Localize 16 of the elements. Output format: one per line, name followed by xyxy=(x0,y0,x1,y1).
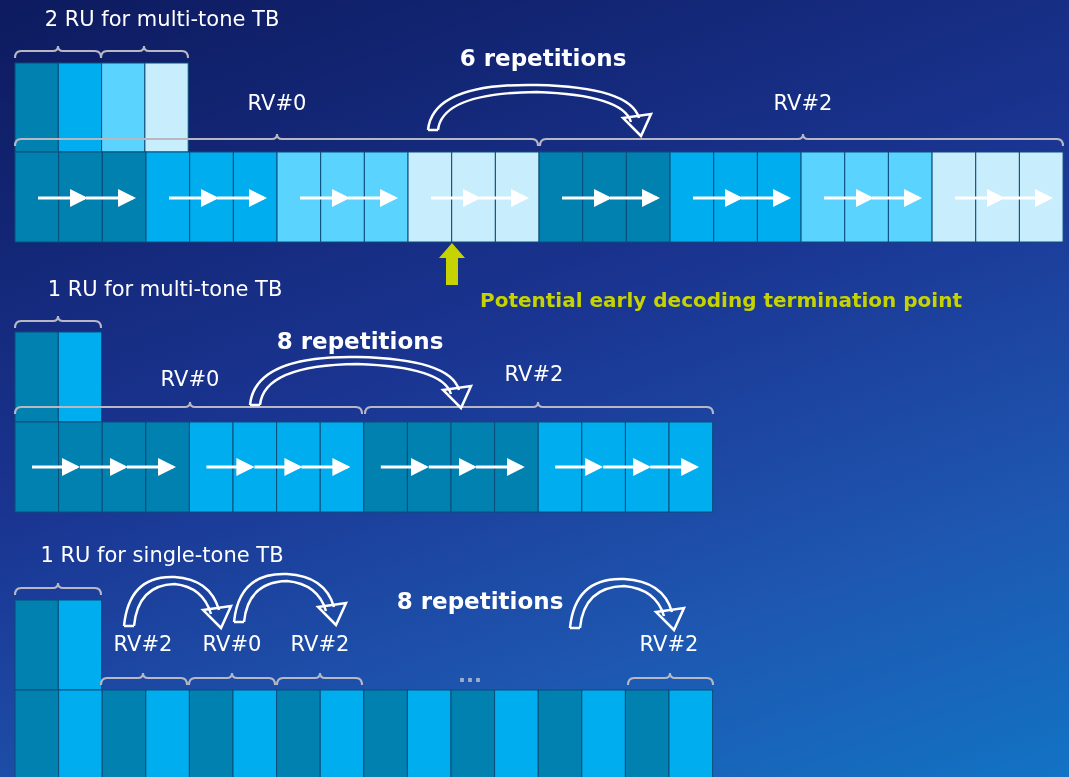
ellipsis: ... xyxy=(458,662,482,688)
redundancy-version-label: RV#0 xyxy=(202,631,262,657)
repetition-label: 6 repetitions xyxy=(459,45,627,71)
redundancy-version-label: RV#2 xyxy=(639,631,699,657)
repetition-label: 8 repetitions xyxy=(396,588,564,614)
redundancy-version-label: RV#0 xyxy=(160,366,220,392)
section-heading: 2 RU for multi-tone TB xyxy=(44,6,280,32)
redundancy-version-label: RV#0 xyxy=(247,90,307,116)
redundancy-version-label: RV#2 xyxy=(290,631,350,657)
section-heading: 1 RU for single-tone TB xyxy=(40,542,284,568)
redundancy-version-label: RV#2 xyxy=(113,631,173,657)
section-heading: 1 RU for multi-tone TB xyxy=(47,276,283,302)
annotation-text: Potential early decoding termination point xyxy=(480,287,962,313)
redundancy-version-label: RV#2 xyxy=(504,361,564,387)
redundancy-version-label: RV#2 xyxy=(773,90,833,116)
repetition-label: 8 repetitions xyxy=(276,328,444,354)
